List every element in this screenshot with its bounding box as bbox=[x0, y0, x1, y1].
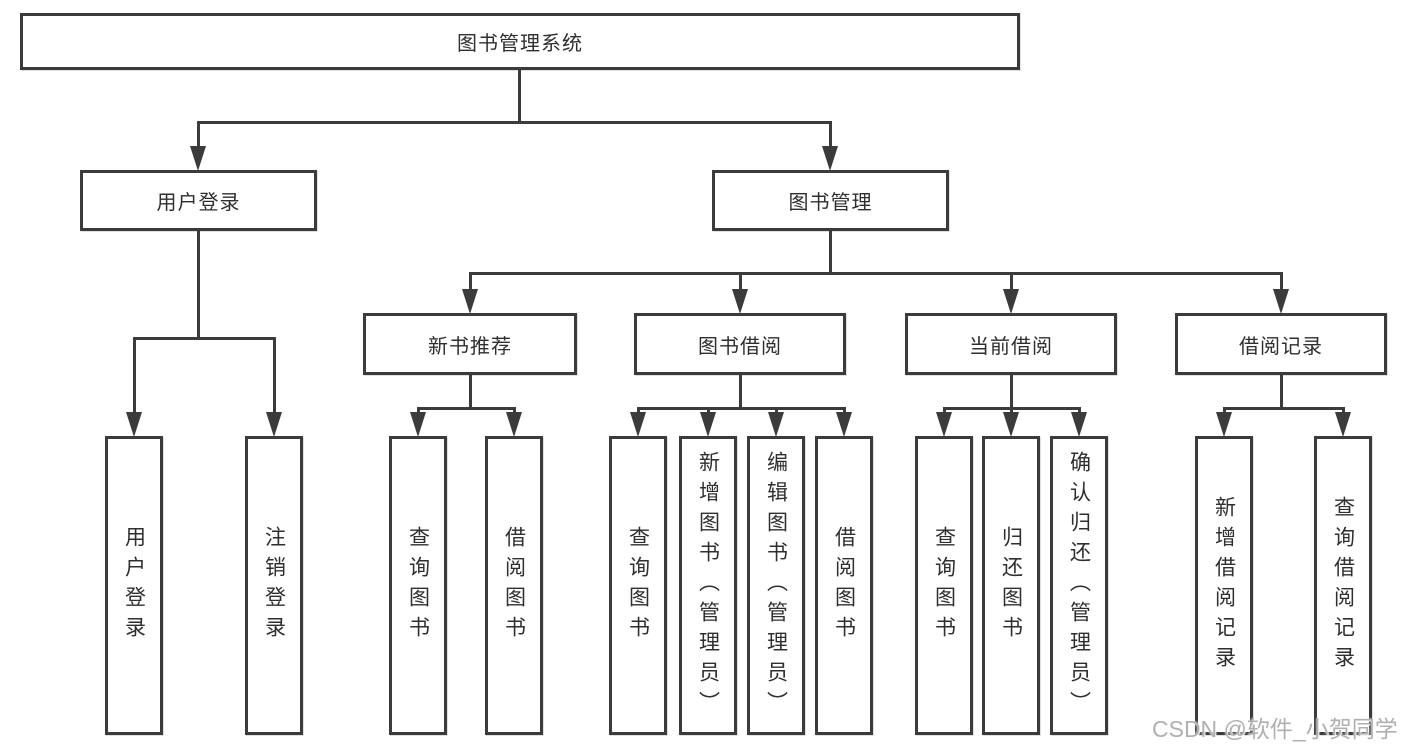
leaf-add-borrow-record-label: 新增借阅记录 bbox=[1212, 495, 1236, 676]
leaf-recommend-query-books-label: 查询图书 bbox=[406, 525, 430, 646]
connector-line bbox=[739, 272, 742, 292]
connector-line bbox=[1223, 407, 1226, 414]
connector-line bbox=[133, 337, 136, 414]
leaf-borrowing-borrow-books-label: 借阅图书 bbox=[832, 525, 856, 646]
connector-line bbox=[469, 272, 1283, 275]
connector-line bbox=[775, 407, 778, 414]
node-user-login-label: 用户登录 bbox=[156, 192, 241, 214]
csdn-watermark: CSDN @软件_小贺同学 bbox=[1152, 716, 1398, 742]
connector-line bbox=[1010, 272, 1013, 292]
down-arrow-icon bbox=[768, 412, 784, 437]
connector-line bbox=[197, 121, 200, 149]
connector-line bbox=[518, 69, 521, 122]
leaf-recommend-borrow-books: 借阅图书 bbox=[485, 436, 543, 735]
node-borrowing-records: 借阅记录 bbox=[1175, 313, 1387, 375]
leaf-return-books-label: 归还图书 bbox=[999, 525, 1023, 646]
connector-line bbox=[707, 407, 710, 414]
leaf-return-books: 归还图书 bbox=[982, 436, 1040, 735]
connector-line bbox=[1280, 374, 1283, 408]
connector-line bbox=[843, 407, 846, 414]
leaf-confirm-return-admin-label: 确认归还（管理员） bbox=[1067, 450, 1091, 721]
leaf-logout: 注销登录 bbox=[245, 436, 303, 735]
leaf-recommend-borrow-books-label: 借阅图书 bbox=[502, 525, 526, 646]
node-book-borrowing: 图书借阅 bbox=[634, 313, 846, 375]
leaf-logout-label: 注销登录 bbox=[262, 525, 286, 646]
down-arrow-icon bbox=[1071, 412, 1087, 437]
leaf-add-borrow-record: 新增借阅记录 bbox=[1195, 436, 1253, 735]
down-arrow-icon bbox=[822, 146, 838, 171]
connector-line bbox=[197, 230, 200, 338]
down-arrow-icon bbox=[700, 412, 716, 437]
down-arrow-icon bbox=[126, 412, 142, 437]
connector-line bbox=[943, 407, 946, 414]
node-book-management-label: 图书管理 bbox=[788, 192, 873, 214]
down-arrow-icon bbox=[732, 289, 748, 314]
down-arrow-icon bbox=[936, 412, 952, 437]
leaf-borrowing-query-books-label: 查询图书 bbox=[626, 525, 650, 646]
connector-line bbox=[1010, 374, 1013, 408]
node-library-system-label: 图书管理系统 bbox=[457, 33, 583, 55]
leaf-edit-books-admin: 编辑图书（管理员） bbox=[747, 436, 805, 735]
connector-line bbox=[739, 374, 742, 408]
leaf-edit-books-admin-label: 编辑图书（管理员） bbox=[764, 450, 788, 721]
node-new-book-recommend-label: 新书推荐 bbox=[428, 335, 512, 358]
connector-line bbox=[513, 407, 516, 414]
connector-line bbox=[469, 272, 472, 292]
down-arrow-icon bbox=[630, 412, 646, 437]
connector-line bbox=[1078, 407, 1081, 414]
down-arrow-icon bbox=[410, 412, 426, 437]
down-arrow-icon bbox=[462, 289, 478, 314]
connector-line bbox=[829, 121, 832, 149]
down-arrow-icon bbox=[1003, 289, 1019, 314]
node-current-borrowing-label: 当前借阅 bbox=[969, 335, 1053, 358]
node-new-book-recommend: 新书推荐 bbox=[363, 313, 577, 375]
leaf-user-login: 用户登录 bbox=[105, 436, 163, 735]
leaf-add-books-admin: 新增图书（管理员） bbox=[679, 436, 737, 735]
node-book-management: 图书管理 bbox=[712, 170, 949, 231]
connector-line bbox=[1223, 407, 1345, 410]
connector-line bbox=[197, 121, 832, 124]
leaf-query-borrow-record: 查询借阅记录 bbox=[1314, 436, 1372, 735]
leaf-user-login-label: 用户登录 bbox=[122, 525, 146, 646]
node-user-login: 用户登录 bbox=[80, 170, 317, 231]
leaf-current-query-books-label: 查询图书 bbox=[932, 525, 956, 646]
connector-line bbox=[417, 407, 420, 414]
down-arrow-icon bbox=[1273, 289, 1289, 314]
connector-line bbox=[133, 337, 276, 340]
connector-line bbox=[829, 230, 832, 273]
connector-line bbox=[637, 407, 640, 414]
leaf-confirm-return-admin: 确认归还（管理员） bbox=[1050, 436, 1108, 735]
down-arrow-icon bbox=[266, 412, 282, 437]
connector-line bbox=[273, 337, 276, 414]
down-arrow-icon bbox=[1216, 412, 1232, 437]
leaf-borrowing-query-books: 查询图书 bbox=[609, 436, 667, 735]
down-arrow-icon bbox=[506, 412, 522, 437]
node-library-system: 图书管理系统 bbox=[20, 13, 1020, 70]
leaf-current-query-books: 查询图书 bbox=[915, 436, 973, 735]
leaf-add-books-admin-label: 新增图书（管理员） bbox=[696, 450, 720, 721]
leaf-borrowing-borrow-books: 借阅图书 bbox=[815, 436, 873, 735]
down-arrow-icon bbox=[1003, 412, 1019, 437]
connector-line bbox=[469, 374, 472, 408]
down-arrow-icon bbox=[190, 146, 206, 171]
down-arrow-icon bbox=[1335, 412, 1351, 437]
connector-line bbox=[637, 407, 846, 410]
connector-line bbox=[1342, 407, 1345, 414]
connector-line bbox=[1280, 272, 1283, 292]
node-borrowing-records-label: 借阅记录 bbox=[1239, 335, 1323, 358]
node-book-borrowing-label: 图书借阅 bbox=[698, 335, 782, 358]
leaf-recommend-query-books: 查询图书 bbox=[389, 436, 447, 735]
connector-line bbox=[1010, 407, 1013, 414]
leaf-query-borrow-record-label: 查询借阅记录 bbox=[1331, 495, 1355, 676]
down-arrow-icon bbox=[836, 412, 852, 437]
node-current-borrowing: 当前借阅 bbox=[905, 313, 1117, 375]
connector-line bbox=[417, 407, 516, 410]
